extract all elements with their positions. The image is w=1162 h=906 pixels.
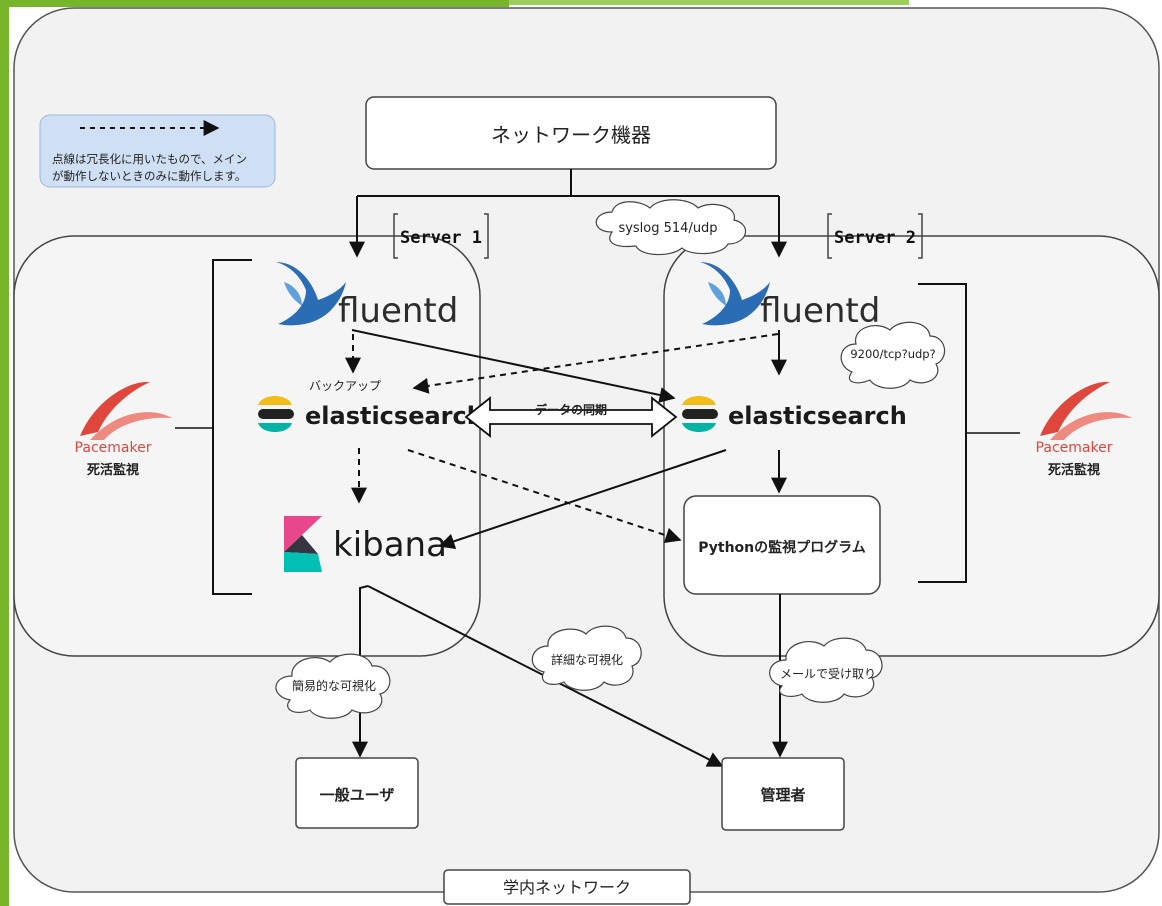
server1-label: Server 1 <box>400 228 482 248</box>
data-sync-arrow: データの同期 <box>464 396 678 438</box>
general-user-box <box>295 757 419 829</box>
server1-bracket <box>212 259 252 595</box>
kibana-icon <box>284 516 322 572</box>
network-device-label: ネットワーク機器 <box>491 123 651 147</box>
fluentd-server1-label: fluentd <box>338 291 458 331</box>
mail-cloud: メールで受け取り <box>769 637 883 703</box>
admin-box <box>721 757 845 831</box>
legend-text-1: 点線は冗長化に用いたもので、メイン <box>52 152 247 166</box>
detailed-viz-label: 詳細な可視化 <box>551 652 623 667</box>
elasticsearch-server2: elasticsearch <box>682 396 907 432</box>
kibana-label: kibana <box>333 525 447 565</box>
pacemaker-left-label: Pacemaker <box>75 440 152 456</box>
campus-network-label: 学内ネットワーク <box>503 878 631 897</box>
elasticsearch-icon <box>258 396 294 432</box>
alive-monitoring-right: 死活監視 <box>1048 462 1100 478</box>
admin-label: 管理者 <box>760 786 805 804</box>
alive-monitoring-left: 死活監視 <box>87 462 139 478</box>
detailed-viz-cloud: 詳細な可視化 <box>531 625 642 691</box>
elasticsearch-server2-label: elasticsearch <box>728 402 907 430</box>
port-label: 9200/tcp?udp? <box>850 347 935 361</box>
kibana-server1: kibana <box>284 516 447 572</box>
port-cloud: 9200/tcp?udp? <box>840 321 946 389</box>
legend-box: 点線は冗長化に用いたもので、メイン が動作しないときのみに動作します。 <box>39 114 276 188</box>
pacemaker-feather-icon <box>1040 381 1132 440</box>
syslog-label: syslog 514/udp <box>618 221 717 236</box>
fluentd-server2-label: fluentd <box>760 291 880 331</box>
pacemaker-feather-icon <box>80 381 172 440</box>
legend-text-2: が動作しないときのみに動作します。 <box>52 169 246 183</box>
elasticsearch-icon <box>682 396 718 432</box>
server2-label: Server 2 <box>834 228 916 248</box>
network-to-servers-lines <box>349 169 787 258</box>
mail-label: メールで受け取り <box>780 667 876 681</box>
fluentd-bird-icon <box>700 262 770 326</box>
server2-label-group: Server 2 <box>827 213 923 259</box>
fluentd-bird-icon <box>276 262 346 326</box>
data-sync-label: データの同期 <box>535 402 607 417</box>
syslog-cloud: syslog 514/udp <box>595 199 746 256</box>
elasticsearch-server1: elasticsearch <box>258 396 484 432</box>
campus-network-label-box <box>443 869 691 905</box>
pacemaker-left: Pacemaker 死活監視 <box>75 381 172 478</box>
general-user-label: 一般ユーザ <box>320 786 395 804</box>
simple-viz-cloud: 簡易的な可視化 <box>275 653 391 719</box>
pacemaker-right: Pacemaker 死活監視 <box>1036 381 1132 478</box>
slide-accent-left <box>0 0 9 906</box>
backup-label: バックアップ <box>309 379 381 393</box>
simple-viz-label: 簡易的な可視化 <box>292 678 376 693</box>
slide-accent-top <box>9 0 509 7</box>
fluentd-server1: fluentd <box>276 262 458 331</box>
python-monitor-label: Pythonの監視プログラム <box>698 539 865 556</box>
server1-label-group: Server 1 <box>393 213 489 259</box>
pacemaker-right-label: Pacemaker <box>1036 440 1113 456</box>
server1-container <box>13 235 481 657</box>
elasticsearch-server1-label: elasticsearch <box>305 402 484 430</box>
fluentd-server2: fluentd <box>700 262 880 331</box>
python-monitor-box <box>683 495 881 595</box>
slide-accent-top-light <box>509 0 909 5</box>
